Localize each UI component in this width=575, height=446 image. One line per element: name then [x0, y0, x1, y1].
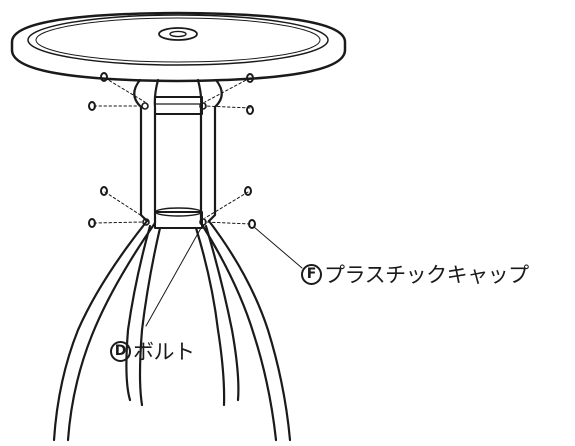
table-top: [10, 11, 347, 83]
lower-ring: [154, 207, 203, 229]
bolts: [141, 102, 207, 226]
bolt-leader-line: [145, 227, 202, 327]
guide-lines: [93, 77, 251, 225]
cap-label: F プラスチックキャップ: [301, 259, 529, 289]
cap-part-badge: F: [301, 263, 322, 285]
plastic-caps: [88, 72, 256, 229]
upper-ring: [154, 96, 203, 115]
bolt-part-badge: D: [110, 340, 131, 362]
bolt-label: D ボルト: [110, 336, 195, 366]
left-legs: [52, 78, 162, 442]
cap-label-text: プラスチックキャップ: [324, 263, 529, 287]
umbrella-hole: [158, 27, 198, 41]
cap-leader-line: [253, 226, 303, 269]
bolt-label-text: ボルト: [133, 340, 195, 364]
right-legs: [194, 78, 292, 442]
